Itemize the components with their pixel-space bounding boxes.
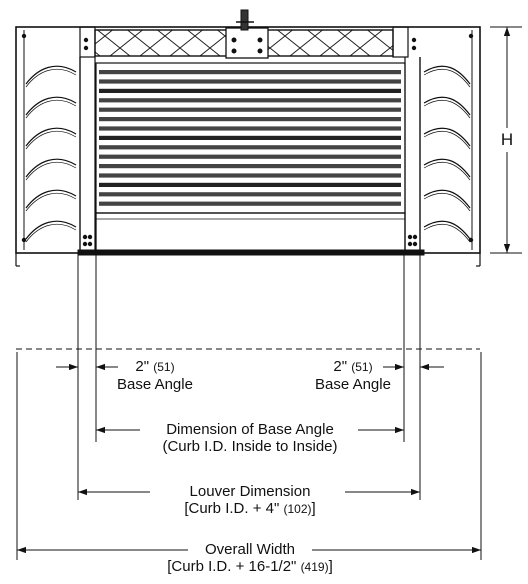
side-blade-edge xyxy=(25,223,77,243)
base-angle-dimension-label: Dimension of Base Angle (Curb I.D. Insid… xyxy=(130,421,370,455)
base-angle-left-metric: (51) xyxy=(153,360,175,374)
side-blade-edge xyxy=(423,68,471,88)
louver-dimension-title: Louver Dimension xyxy=(189,483,311,500)
base-angle-right-metric: (51) xyxy=(351,360,373,374)
overall-width-note-metric: (419) xyxy=(300,560,329,574)
height-label: H xyxy=(500,130,514,149)
side-blade-edge xyxy=(25,161,77,181)
side-blade xyxy=(423,96,471,116)
side-blade xyxy=(25,189,77,209)
side-blade-edge xyxy=(423,161,471,181)
base-angle-region xyxy=(77,212,425,256)
louver-blade xyxy=(99,135,401,140)
louver-blade xyxy=(99,88,401,93)
louver-dimension-note-metric: (102) xyxy=(283,502,312,516)
louver-blade xyxy=(99,107,401,112)
louver-blade xyxy=(99,154,401,159)
left-side-blades xyxy=(25,65,77,243)
base-angle-right-label: 2" (51) Base Angle xyxy=(298,358,408,393)
side-blade xyxy=(423,189,471,209)
louver-blade xyxy=(99,182,401,187)
side-blade xyxy=(25,65,77,85)
louver-blade xyxy=(99,98,401,103)
side-blade xyxy=(25,96,77,116)
louver-blade xyxy=(99,201,401,206)
side-blade xyxy=(25,220,77,240)
base-angle-dimension-note: (Curb I.D. Inside to Inside) xyxy=(162,438,338,455)
louver-blade xyxy=(99,192,401,197)
side-blade-edge xyxy=(423,223,471,243)
louver-blades xyxy=(95,62,406,214)
side-blade-edge xyxy=(25,99,77,119)
side-blade xyxy=(423,65,471,85)
side-blade xyxy=(25,127,77,147)
louver-dimension-note-pre: [Curb I.D. + 4" xyxy=(184,500,280,517)
base-angle-left-label: 2" (51) Base Angle xyxy=(100,358,210,393)
louver-blade xyxy=(99,117,401,122)
overall-width-note-pre: [Curb I.D. + 16-1/2" xyxy=(167,558,297,575)
side-blade-edge xyxy=(423,192,471,212)
corner-bolts xyxy=(21,33,474,247)
louver-blade xyxy=(99,173,401,178)
louver-blade xyxy=(99,70,401,75)
louver-dimension-note-post: ] xyxy=(311,500,316,517)
base-angle-right-name: Base Angle xyxy=(315,376,391,393)
louver-dimension-label: Louver Dimension [Curb I.D. + 4" (102)] xyxy=(130,483,370,518)
side-blade xyxy=(25,158,77,178)
top-bracket xyxy=(225,9,269,59)
side-blade xyxy=(423,220,471,240)
extension-lines xyxy=(16,255,482,560)
side-blade-edge xyxy=(25,192,77,212)
right-side-blades xyxy=(423,65,471,243)
overall-width-label: Overall Width [Curb I.D. + 16-1/2" (419)… xyxy=(120,541,380,576)
louver-blade xyxy=(99,79,401,84)
side-blade xyxy=(423,158,471,178)
louver-blade xyxy=(99,164,401,169)
side-blade-edge xyxy=(25,130,77,150)
height-dimension xyxy=(490,26,522,254)
overall-width-title: Overall Width xyxy=(204,541,296,558)
overall-width-note-post: ] xyxy=(328,558,333,575)
side-blade-edge xyxy=(423,99,471,119)
base-angle-dimension-title: Dimension of Base Angle xyxy=(166,421,334,438)
base-angle-left-value: 2" xyxy=(135,358,150,375)
louver-blade xyxy=(99,126,401,131)
louver-blade xyxy=(99,145,401,150)
base-angle-right-value: 2" xyxy=(333,358,348,375)
base-angle-left-name: Base Angle xyxy=(117,376,193,393)
side-blade xyxy=(423,127,471,147)
side-blade-edge xyxy=(25,68,77,88)
side-blade-edge xyxy=(423,130,471,150)
